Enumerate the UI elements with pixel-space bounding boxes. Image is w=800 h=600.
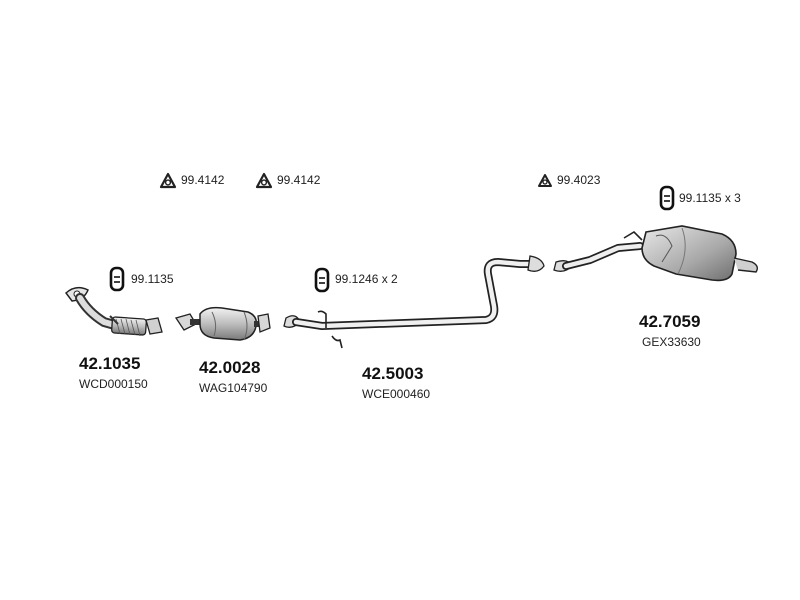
rear-silencer-drawing — [553, 225, 759, 282]
hanger-part-number: 99.1246 x 2 — [335, 272, 398, 286]
part-reference: WAG104790 — [199, 381, 268, 395]
rubber-hanger-icon — [659, 185, 675, 211]
middle-pipe-drawing — [283, 255, 545, 349]
part-code: 42.7059 — [639, 312, 701, 331]
hanger-part-number: 99.1135 x 3 — [679, 191, 741, 205]
rubber-hanger-icon — [109, 266, 125, 292]
front-pipe-drawing — [64, 286, 163, 337]
rubber-hanger-icon — [314, 267, 330, 293]
part-code: 42.0028 — [199, 358, 261, 377]
gasket-icon — [255, 172, 273, 189]
gasket-icon — [538, 174, 552, 187]
part-reference: GEX33630 — [642, 335, 701, 349]
part-code: 42.1035 — [79, 354, 141, 373]
part-reference: WCD000150 — [79, 377, 148, 391]
part-reference: WCE000460 — [362, 387, 431, 401]
catalytic-converter-drawing — [174, 306, 271, 341]
gasket-part-number: 99.4142 — [181, 173, 225, 187]
gasket-part-number: 99.4023 — [557, 173, 601, 187]
gasket-icon — [159, 172, 177, 189]
part-code: 42.5003 — [362, 364, 424, 383]
hanger-part-number: 99.1135 — [131, 272, 174, 286]
gasket-part-number: 99.4142 — [277, 173, 321, 187]
